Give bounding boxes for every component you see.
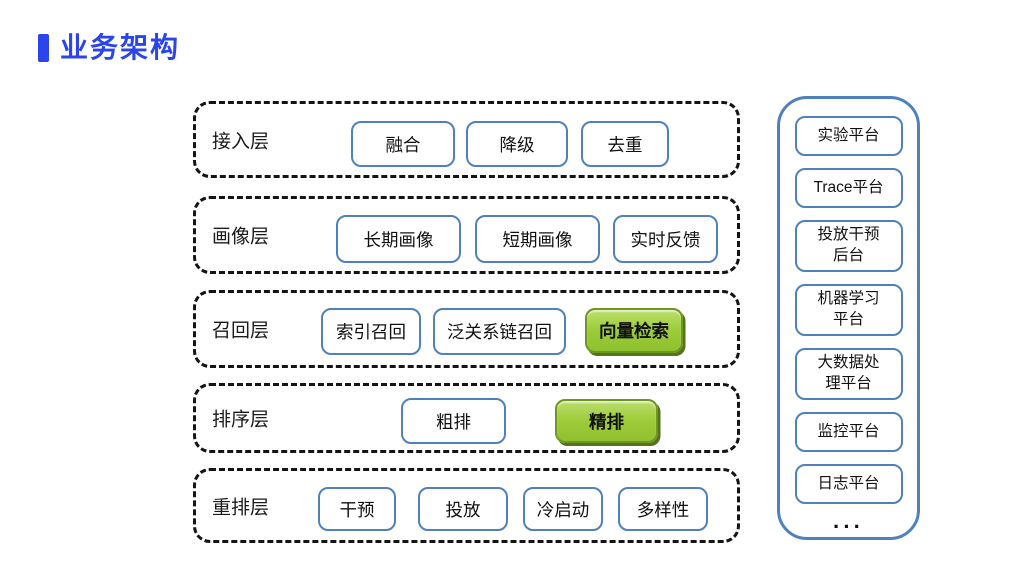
node-realtime-feedback: 实时反馈 (613, 215, 718, 263)
node-fine-ranking: 精排 (555, 399, 658, 443)
layer-label-recall: 召回层 (212, 320, 270, 342)
title-accent-bar-icon (38, 34, 49, 62)
node-relation-chain-recall: 泛关系链召回 (433, 308, 566, 355)
node-dedup: 去重 (581, 121, 669, 167)
node-index-recall: 索引召回 (321, 308, 421, 355)
node-delivery: 投放 (418, 487, 508, 531)
layer-label-ranking: 排序层 (212, 409, 270, 431)
layer-label-rerank: 重排层 (212, 497, 270, 518)
node-coarse-ranking: 粗排 (401, 398, 506, 444)
node-fusion: 融合 (351, 121, 455, 167)
layer-row-profile: 画像层 长期画像 短期画像 实时反馈 (193, 196, 740, 274)
layer-row-ranking: 排序层 粗排 精排 (193, 383, 740, 453)
page-title: 业务架构 (38, 34, 180, 62)
node-vector-search: 向量检索 (585, 308, 683, 353)
layer-row-recall: 召回层 索引召回 泛关系链召回 向量检索 (193, 290, 740, 368)
node-downgrade: 降级 (466, 121, 568, 167)
page-title-text: 业务架构 (60, 32, 181, 63)
node-cold-start: 冷启动 (523, 487, 603, 531)
layer-label-access: 接入层 (212, 131, 270, 152)
node-longterm-profile: 长期画像 (336, 215, 461, 263)
node-diversity: 多样性 (618, 487, 708, 531)
platform-panel: 实验平台 Trace平台 投放干预 后台 机器学习 平台 大数据处 理平台 监控… (777, 96, 920, 540)
platform-big-data-processing: 大数据处 理平台 (794, 348, 903, 400)
node-intervention: 干预 (318, 487, 396, 531)
node-shortterm-profile: 短期画像 (475, 215, 600, 263)
layer-row-access: 接入层 融合 降级 去重 (193, 101, 740, 178)
layer-row-rerank: 重排层 干预 投放 冷启动 多样性 (193, 468, 740, 543)
platform-delivery-intervention-backend: 投放干预 后台 (794, 220, 903, 272)
platform-trace: Trace平台 (794, 168, 903, 208)
platform-monitoring: 监控平台 (794, 412, 903, 452)
platform-machine-learning: 机器学习 平台 (794, 284, 903, 336)
platform-log: 日志平台 (794, 464, 903, 504)
layer-label-profile: 画像层 (212, 226, 270, 248)
more-platforms-ellipsis: ··· (833, 514, 864, 539)
platform-experiment: 实验平台 (794, 116, 903, 156)
